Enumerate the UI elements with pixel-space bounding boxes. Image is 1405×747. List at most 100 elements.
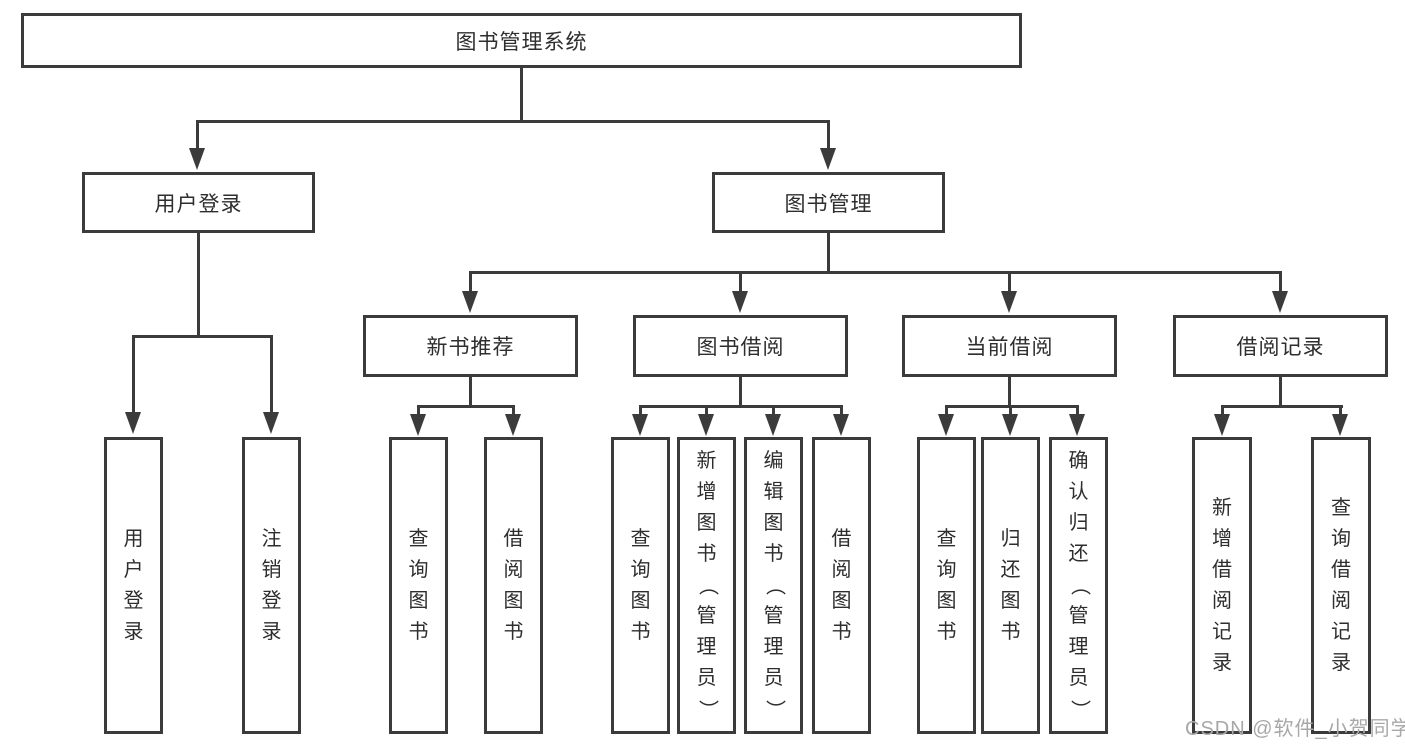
node-root: 图书管理系统 — [21, 13, 1022, 68]
node-book-management: 图书管理 — [712, 172, 945, 233]
vertical-char: 询 — [630, 558, 651, 581]
vertical-char: 用 — [123, 527, 144, 550]
connector-drop-current-borrow — [1008, 271, 1011, 293]
connector-bookmgmt-branch — [469, 271, 1282, 274]
vertical-char: 书 — [1000, 620, 1021, 643]
vertical-char: 登 — [261, 589, 282, 612]
node-user-login: 用户登录 — [82, 172, 315, 233]
leaf-newbooks-query-books: 查询图书 — [389, 437, 448, 734]
vertical-char: 新 — [696, 450, 717, 472]
connector-records-branch — [1221, 405, 1343, 408]
vertical-char: 询 — [408, 558, 429, 581]
leaf-newbooks-borrow-books: 借阅图书 — [484, 437, 543, 734]
vertical-char: 图 — [831, 589, 852, 612]
vertical-char: 查 — [630, 527, 651, 550]
vertical-char: 借 — [1212, 558, 1232, 581]
connector-drop-leaf-login — [132, 335, 135, 412]
connector-drop-user-login — [196, 120, 199, 150]
vertical-char: 图 — [696, 512, 717, 534]
vertical-char: 增 — [1212, 527, 1232, 550]
vertical-char: 录 — [261, 620, 282, 643]
vertical-char: 书 — [831, 620, 852, 643]
arrow-to-cb-return — [1002, 414, 1018, 436]
vertical-char: 销 — [261, 558, 282, 581]
vertical-char: 认 — [1068, 481, 1089, 503]
connector-drop-bb-borrow — [840, 405, 843, 416]
vertical-char: ） — [1068, 699, 1090, 720]
connector-drop-bb-add — [705, 405, 708, 416]
arrow-to-user-login — [189, 148, 205, 170]
vertical-char: 借 — [1331, 558, 1351, 581]
arrow-to-br-query — [1332, 414, 1348, 436]
connector-drop-nb-borrow — [512, 405, 515, 416]
connector-drop-bb-edit — [772, 405, 775, 416]
connector-root-stem — [520, 68, 523, 121]
node-new-book-recommend: 新书推荐 — [363, 315, 578, 377]
connector-userlogin-branch — [132, 335, 273, 338]
vertical-char: 借 — [503, 527, 524, 550]
leaf-user-login: 用户登录 — [104, 437, 163, 734]
connector-root-branch — [196, 120, 830, 123]
vertical-char: （ — [696, 575, 718, 596]
leaf-records-query-record: 查询借阅记录 — [1311, 437, 1371, 734]
connector-drop-bb-query — [639, 405, 642, 416]
vertical-char: 理 — [763, 636, 784, 658]
vertical-char: 书 — [408, 620, 429, 643]
vertical-char: 图 — [408, 589, 429, 612]
vertical-char: 确 — [1068, 450, 1089, 472]
csdn-watermark: CSDN @软件_小贺同学 — [1185, 718, 1405, 740]
connector-newbooks-stem — [469, 377, 472, 407]
leaf-borrowing-borrow-books: 借阅图书 — [812, 437, 871, 734]
vertical-char: 阅 — [1212, 589, 1232, 612]
vertical-char: 登 — [123, 589, 144, 612]
vertical-char: 理 — [1068, 636, 1089, 658]
vertical-char: 新 — [1212, 496, 1232, 519]
vertical-char: 查 — [1331, 496, 1351, 519]
vertical-char: 管 — [696, 605, 717, 627]
connector-drop-br-add — [1221, 405, 1224, 416]
vertical-char: 还 — [1068, 543, 1089, 565]
vertical-char: 还 — [1000, 558, 1021, 581]
connector-drop-cb-query — [945, 405, 948, 416]
arrow-to-bb-add — [698, 414, 714, 436]
connector-drop-book-borrow — [739, 271, 742, 293]
arrow-to-leaf-logout — [263, 412, 279, 434]
connector-records-stem — [1279, 377, 1282, 407]
vertical-char: 阅 — [1331, 589, 1351, 612]
vertical-char: 询 — [1331, 527, 1351, 550]
vertical-char: 员 — [1068, 667, 1089, 689]
vertical-char: 注 — [261, 527, 282, 550]
vertical-char: 图 — [936, 589, 957, 612]
leaf-borrowing-query-books: 查询图书 — [611, 437, 670, 734]
connector-borrowing-stem — [739, 377, 742, 407]
vertical-char: 编 — [763, 450, 784, 472]
vertical-char: 书 — [763, 543, 784, 565]
arrow-to-cb-confirm — [1069, 414, 1085, 436]
connector-drop-cb-confirm — [1076, 405, 1079, 416]
vertical-char: 记 — [1331, 620, 1351, 643]
vertical-char: 员 — [763, 667, 784, 689]
arrow-to-borrow-records — [1272, 291, 1288, 313]
connector-current-branch — [945, 405, 1079, 408]
vertical-char: 图 — [503, 589, 524, 612]
vertical-char: 图 — [763, 512, 784, 534]
leaf-current-return-books: 归还图书 — [981, 437, 1040, 734]
leaf-records-add-record: 新增借阅记录 — [1192, 437, 1252, 734]
arrow-to-current-borrow — [1001, 291, 1017, 313]
arrow-to-bb-query — [632, 414, 648, 436]
vertical-char: 阅 — [831, 558, 852, 581]
vertical-char: ） — [763, 699, 785, 720]
vertical-char: 归 — [1068, 512, 1089, 534]
arrow-to-new-books — [462, 291, 478, 313]
vertical-char: 录 — [1212, 651, 1232, 674]
node-book-borrowing: 图书借阅 — [633, 315, 848, 377]
connector-newbooks-branch — [417, 405, 515, 408]
connector-borrowing-branch — [639, 405, 843, 408]
connector-bookmgmt-stem — [827, 233, 830, 273]
vertical-char: 阅 — [503, 558, 524, 581]
arrow-to-bb-borrow — [833, 414, 849, 436]
vertical-char: 录 — [1331, 651, 1351, 674]
vertical-char: 记 — [1212, 620, 1232, 643]
vertical-char: 户 — [123, 558, 144, 581]
